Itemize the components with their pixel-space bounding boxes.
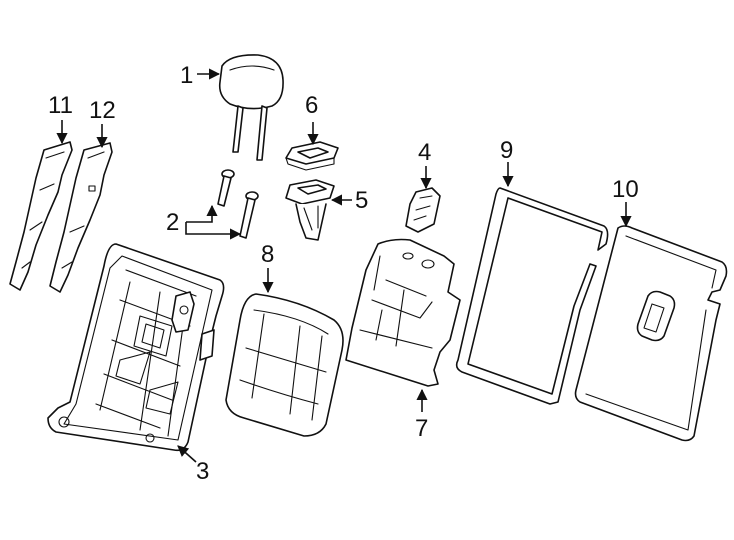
- callout-6: 6: [305, 92, 318, 119]
- part-3-back-frame: [47, 243, 225, 452]
- part-12-bolster-right: [49, 142, 113, 293]
- callout-labels: 1 2 3 4 5 6 7 8 9 10 11 12: [48, 62, 639, 485]
- part-9-trim-seal: [455, 187, 609, 405]
- part-6-headrest-guide: [285, 141, 339, 171]
- callout-7: 7: [415, 415, 428, 442]
- part-10-back-panel: [574, 225, 728, 442]
- callout-12: 12: [89, 97, 116, 124]
- callout-11: 11: [48, 92, 73, 119]
- callout-5: 5: [355, 187, 368, 214]
- callout-2: 2: [166, 209, 179, 236]
- callout-9: 9: [500, 137, 513, 164]
- leader-2b: [185, 222, 242, 240]
- callout-4: 4: [418, 139, 431, 166]
- leader-2a: [186, 204, 218, 223]
- callout-1: 1: [180, 62, 193, 89]
- callout-8: 8: [261, 241, 274, 268]
- part-1-headrest: [218, 54, 284, 161]
- callout-10: 10: [612, 176, 639, 203]
- part-5-headrest-guide-latch: [285, 179, 335, 241]
- leader-lines: [56, 68, 632, 463]
- part-7-back-trim: [345, 238, 461, 387]
- part-11-bolster-left: [9, 141, 73, 291]
- part-8-back-cushion: [225, 293, 344, 437]
- part-4-release-handle: [405, 187, 441, 233]
- leader-3: [177, 445, 197, 463]
- part-2-bolts: [217, 169, 259, 239]
- callout-3: 3: [196, 458, 209, 485]
